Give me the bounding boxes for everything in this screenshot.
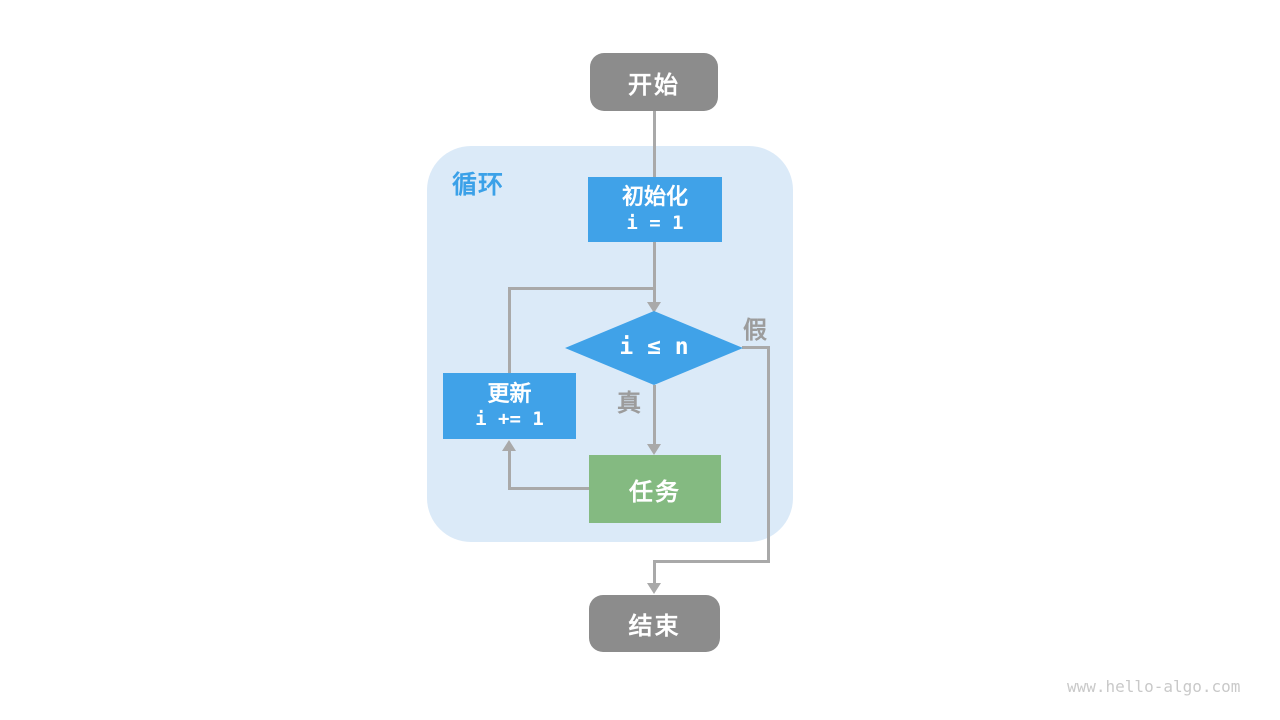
- edge-init-condition: [653, 242, 656, 303]
- false-edge-label: 假: [743, 317, 768, 344]
- true-edge-label: 真: [617, 390, 642, 417]
- update-node-label: 更新: [487, 380, 532, 406]
- update-node-code: i += 1: [475, 408, 544, 431]
- edge-condition-end-seg1: [742, 346, 770, 349]
- update-node: 更新 i += 1: [443, 373, 576, 439]
- init-node-code: i = 1: [626, 211, 684, 234]
- task-node: 任务: [589, 455, 721, 523]
- start-node: 开始: [590, 53, 718, 111]
- watermark: www.hello-algo.com: [1067, 677, 1241, 696]
- end-node: 结束: [589, 595, 720, 652]
- edge-update-condition-vertical: [508, 287, 511, 373]
- start-node-label: 开始: [628, 71, 680, 99]
- arrowhead-into-end: [647, 583, 661, 594]
- edge-update-condition-horizontal: [508, 287, 656, 290]
- task-node-label: 任务: [629, 478, 681, 506]
- edge-task-update-vertical: [508, 450, 511, 490]
- edge-start-init: [653, 111, 656, 177]
- end-node-label: 结束: [628, 613, 681, 640]
- edge-condition-end-seg4: [653, 560, 656, 584]
- edge-condition-task: [653, 385, 656, 445]
- init-node-label: 初始化: [621, 184, 688, 210]
- init-node: 初始化 i = 1: [588, 177, 722, 242]
- edge-condition-end-seg2: [767, 346, 770, 563]
- loop-region-label: 循环: [452, 171, 505, 199]
- arrowhead-into-condition: [647, 302, 661, 313]
- arrowhead-into-task: [647, 444, 661, 455]
- arrowhead-into-update: [502, 440, 516, 451]
- condition-expression: i ≤ n: [619, 334, 689, 361]
- edge-condition-end-seg3: [653, 560, 770, 563]
- edge-task-update-horizontal: [508, 487, 589, 490]
